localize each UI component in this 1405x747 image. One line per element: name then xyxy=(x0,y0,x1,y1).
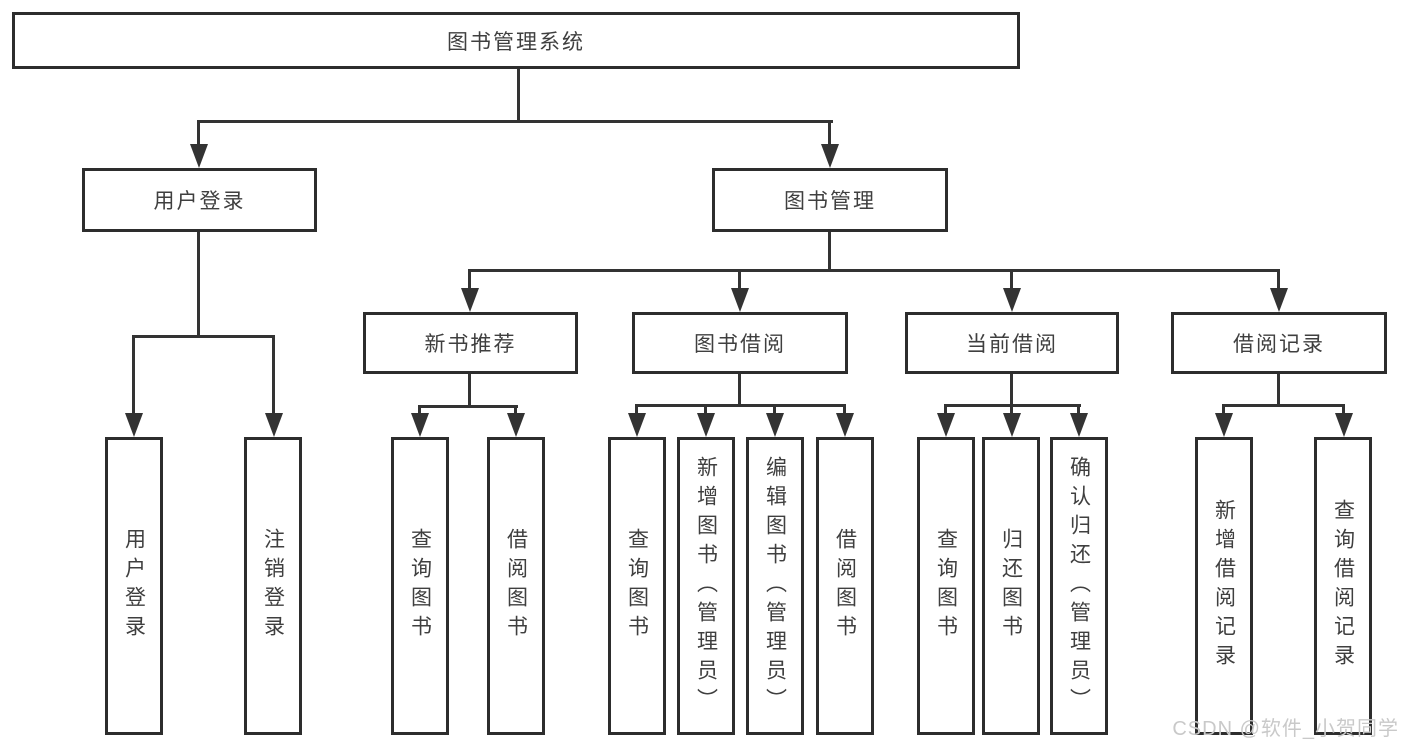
leaf-return-book-label: 归还图书 xyxy=(999,528,1023,644)
connector-line xyxy=(1010,374,1013,407)
leaf-add-book-admin: 新增图书（管理员） xyxy=(677,437,735,735)
arrowhead-down-icon xyxy=(1215,413,1233,437)
connector-line xyxy=(418,405,518,408)
node-root: 图书管理系统 xyxy=(12,12,1020,69)
leaf-query-books-borrow-label: 查询图书 xyxy=(625,528,649,644)
connector-line xyxy=(197,120,200,148)
leaf-return-book: 归还图书 xyxy=(982,437,1040,735)
connector-line xyxy=(635,404,638,416)
arrowhead-down-icon xyxy=(461,288,479,312)
connector-line xyxy=(418,405,421,417)
leaf-add-book-admin-label: 新增图书（管理员） xyxy=(694,455,718,717)
leaf-query-books-recommend-label: 查询图书 xyxy=(408,528,432,644)
connector-line xyxy=(738,374,741,407)
arrowhead-down-icon xyxy=(190,144,208,168)
node-user-login-label: 用户登录 xyxy=(153,190,246,213)
leaf-query-books-recommend: 查询图书 xyxy=(391,437,449,735)
leaf-borrow-books-recommend: 借阅图书 xyxy=(487,437,545,735)
leaf-logout: 注销登录 xyxy=(244,437,302,735)
connector-line xyxy=(828,120,831,148)
arrowhead-down-icon xyxy=(125,413,143,437)
connector-line xyxy=(635,404,846,407)
leaf-query-books-borrow: 查询图书 xyxy=(608,437,666,735)
leaf-add-borrow-record-label: 新增借阅记录 xyxy=(1212,499,1236,673)
leaf-confirm-return-admin: 确认归还（管理员） xyxy=(1050,437,1108,735)
connector-line xyxy=(468,269,1280,272)
arrowhead-down-icon xyxy=(507,413,525,437)
arrowhead-down-icon xyxy=(937,413,955,437)
node-book-borrow: 图书借阅 xyxy=(632,312,848,374)
leaf-query-books-current: 查询图书 xyxy=(917,437,975,735)
leaf-borrow-books-recommend-label: 借阅图书 xyxy=(504,528,528,644)
arrowhead-down-icon xyxy=(411,413,429,437)
connector-line xyxy=(1342,404,1345,416)
arrowhead-down-icon xyxy=(1335,413,1353,437)
connector-line xyxy=(1222,404,1225,416)
node-current-borrow: 当前借阅 xyxy=(905,312,1119,374)
arrowhead-down-icon xyxy=(1270,288,1288,312)
leaf-edit-book-admin-label: 编辑图书（管理员） xyxy=(763,455,787,717)
leaf-user-login-label: 用户登录 xyxy=(122,528,146,644)
connector-line xyxy=(944,404,947,416)
connector-line xyxy=(1010,269,1013,291)
leaf-edit-book-admin: 编辑图书（管理员） xyxy=(746,437,804,735)
leaf-query-books-current-label: 查询图书 xyxy=(934,528,958,644)
connector-line xyxy=(1010,404,1013,416)
connector-line xyxy=(468,269,471,291)
connector-line xyxy=(197,120,833,123)
leaf-add-borrow-record: 新增借阅记录 xyxy=(1195,437,1253,735)
connector-line xyxy=(1277,374,1280,407)
leaf-user-login: 用户登录 xyxy=(105,437,163,735)
connector-line xyxy=(514,405,517,417)
node-new-book-recommend: 新书推荐 xyxy=(363,312,578,374)
node-borrow-records: 借阅记录 xyxy=(1171,312,1387,374)
node-root-label: 图书管理系统 xyxy=(447,30,585,54)
arrowhead-down-icon xyxy=(821,144,839,168)
connector-line xyxy=(828,232,831,272)
connector-line xyxy=(132,335,135,417)
arrowhead-down-icon xyxy=(265,413,283,437)
connector-line xyxy=(197,232,200,338)
arrowhead-down-icon xyxy=(1003,288,1021,312)
connector-line xyxy=(132,335,275,338)
connector-line xyxy=(272,335,275,417)
node-new-book-recommend-label: 新书推荐 xyxy=(424,333,517,356)
connector-line xyxy=(738,269,741,291)
node-user-login: 用户登录 xyxy=(82,168,317,232)
connector-line xyxy=(773,404,776,416)
arrowhead-down-icon xyxy=(766,413,784,437)
node-book-management-label: 图书管理 xyxy=(784,190,876,213)
node-current-borrow-label: 当前借阅 xyxy=(966,333,1058,356)
connector-line xyxy=(843,404,846,416)
connector-line xyxy=(1277,269,1280,291)
watermark: CSDN @软件_小贺同学 xyxy=(1172,718,1399,740)
arrowhead-down-icon xyxy=(1070,413,1088,437)
connector-line xyxy=(517,69,520,122)
node-book-borrow-label: 图书借阅 xyxy=(694,333,786,356)
connector-line xyxy=(704,404,707,416)
leaf-confirm-return-admin-label: 确认归还（管理员） xyxy=(1067,455,1091,717)
arrowhead-down-icon xyxy=(628,413,646,437)
connector-line xyxy=(1222,404,1345,407)
arrowhead-down-icon xyxy=(697,413,715,437)
node-book-management: 图书管理 xyxy=(712,168,948,232)
arrowhead-down-icon xyxy=(731,288,749,312)
leaf-query-borrow-record-label: 查询借阅记录 xyxy=(1331,499,1355,673)
leaf-borrow-books-label: 借阅图书 xyxy=(833,528,857,644)
leaf-borrow-books: 借阅图书 xyxy=(816,437,874,735)
arrowhead-down-icon xyxy=(1003,413,1021,437)
node-borrow-records-label: 借阅记录 xyxy=(1233,333,1325,356)
connector-line xyxy=(468,374,471,408)
leaf-query-borrow-record: 查询借阅记录 xyxy=(1314,437,1372,735)
leaf-logout-label: 注销登录 xyxy=(261,528,285,644)
connector-line xyxy=(1077,404,1080,416)
arrowhead-down-icon xyxy=(836,413,854,437)
